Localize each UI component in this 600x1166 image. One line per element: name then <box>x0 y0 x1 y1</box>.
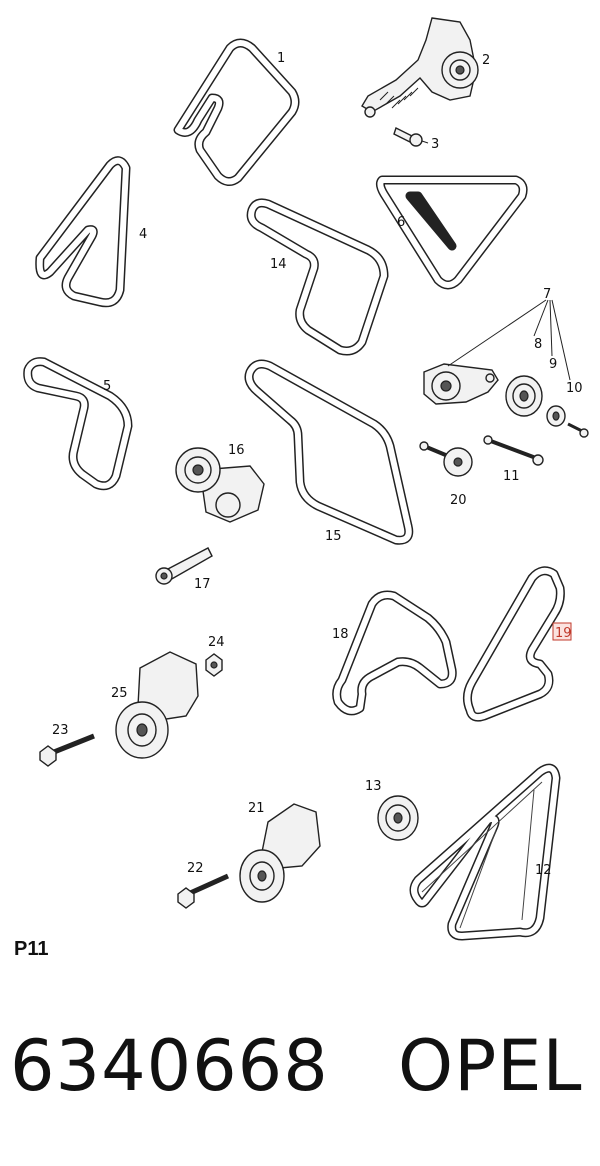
tensioner-2[interactable] <box>361 17 479 118</box>
bolt-23[interactable] <box>39 733 95 767</box>
callout-11: 11 <box>503 469 520 484</box>
callout-4: 4 <box>139 227 147 242</box>
callout-20: 20 <box>450 493 467 508</box>
pulley-13[interactable] <box>377 795 419 841</box>
callout-23: 23 <box>52 723 69 738</box>
callout-17: 17 <box>194 577 211 592</box>
belt-6[interactable] <box>375 175 528 290</box>
belt-5[interactable] <box>23 357 133 491</box>
leader-lines-7 <box>447 299 571 381</box>
belt-15[interactable] <box>244 359 414 545</box>
callout-12: 12 <box>535 863 552 878</box>
callout-2: 2 <box>482 53 490 68</box>
callout-18: 18 <box>332 627 349 642</box>
bolt-22[interactable] <box>177 873 230 909</box>
callout-15: 15 <box>325 529 342 544</box>
belt-19[interactable] <box>462 566 565 722</box>
belt-4[interactable] <box>35 156 131 308</box>
callout-9: 9 <box>549 357 557 372</box>
callout-14: 14 <box>270 257 287 272</box>
bolt-17[interactable] <box>155 547 213 585</box>
tensioner-21[interactable] <box>239 803 321 903</box>
bolt-3[interactable] <box>393 127 429 147</box>
callout-16: 16 <box>228 443 245 458</box>
callout-22: 22 <box>187 861 204 876</box>
pulley-20[interactable] <box>419 441 473 477</box>
callout-1: 1 <box>277 51 285 66</box>
belt-14[interactable] <box>246 198 389 356</box>
page-code: P11 <box>14 938 49 960</box>
belt-12[interactable] <box>409 763 561 941</box>
callout-13: 13 <box>365 779 382 794</box>
callout-6: 6 <box>397 215 405 230</box>
bolt-10[interactable] <box>567 422 589 438</box>
bolt-11[interactable] <box>483 435 544 466</box>
callout-19[interactable]: 19 <box>555 626 572 641</box>
parts-diagram: 1 2 3 4 5 6 7 8 9 10 11 12 13 14 15 16 1… <box>23 17 589 941</box>
callout-21: 21 <box>248 801 265 816</box>
washer-9[interactable] <box>546 405 566 427</box>
tensioner-25[interactable] <box>115 651 199 759</box>
callout-5: 5 <box>103 379 111 394</box>
callout-8: 8 <box>534 337 542 352</box>
callout-3: 3 <box>431 137 439 152</box>
tensioner-7[interactable] <box>423 363 499 405</box>
callout-7: 7 <box>543 287 551 302</box>
nut-24[interactable] <box>205 653 223 677</box>
callout-24: 24 <box>208 635 225 650</box>
belt-1[interactable] <box>173 38 300 186</box>
callout-19-box <box>552 622 572 641</box>
brand-name: OPEL <box>398 1025 583 1107</box>
belt-18[interactable] <box>332 590 457 716</box>
callout-labels: 1 2 3 4 5 6 7 8 9 10 11 12 13 14 15 16 1… <box>52 51 583 878</box>
callout-25: 25 <box>111 686 128 701</box>
tensioner-16[interactable] <box>175 447 265 523</box>
part-number: 6340668 <box>10 1025 329 1107</box>
callout-10: 10 <box>566 381 583 396</box>
pulley-8[interactable] <box>505 375 543 417</box>
